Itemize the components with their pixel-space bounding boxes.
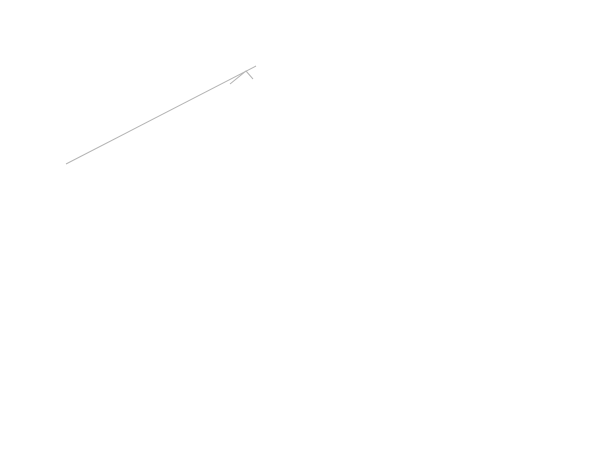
- house-wireframe: [65, 65, 257, 165]
- revit-3d-mep-section-view: [40, 16, 600, 459]
- mep-model-canvas: [65, 65, 257, 165]
